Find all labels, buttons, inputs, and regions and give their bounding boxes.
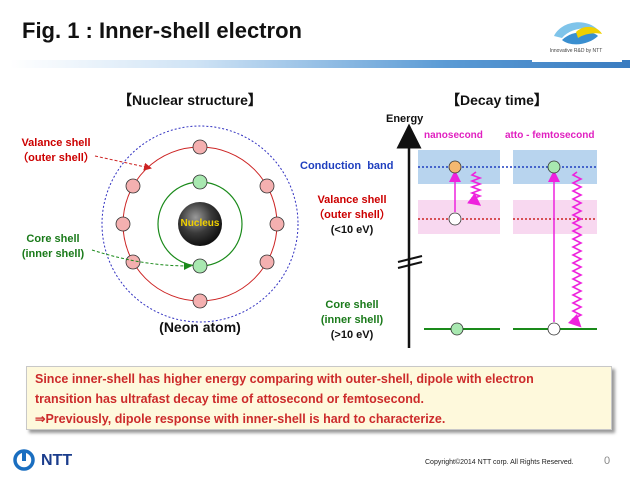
axis-break-mark [397,261,423,269]
energy-axis-label: Energy [386,113,424,125]
conduction-electron-left [448,160,462,174]
valance-electron [259,254,275,270]
valance-shell-line1: Valance shell [21,137,91,149]
decay-time-heading: 【Decay time】 [446,92,548,108]
axis-break-mark [397,255,423,263]
valance-level-label: Valance shell （outer shell） (<10 eV) [300,193,404,238]
logo-tagline: Innovative R&D by NTT [549,48,603,54]
atto-decay-wave [567,171,583,328]
valance-level-line2: （outer shell） [313,209,391,221]
atto-femtosecond-label: atto - femtosecond [505,130,595,141]
note-line-2: transition has ultrafast decay time of a… [35,392,424,406]
valance-electron [259,178,275,194]
valance-electron [115,216,131,232]
core-electron [192,258,208,274]
summary-note-box: Since inner-shell has higher energy comp… [26,366,612,430]
nucleus-label: Nucleus [180,218,220,229]
core-shell-label: Core shell (inner shell) [12,232,94,262]
core-electron [192,174,208,190]
core-level-line3: (>10 eV) [330,329,374,341]
core-shell-line1: Core shell [26,233,80,245]
note-line-3: ⇒Previously, dipole response with inner-… [35,412,446,426]
valance-electron [269,216,285,232]
core-shell-line2: (inner shell) [21,248,85,260]
conduction-band-label: Conduction band [300,160,394,172]
ntt-logo-icon [13,449,35,471]
valance-shell-label: Valance shell （outer shell） [12,136,100,166]
valance-hole-left [448,212,462,226]
ntt-brand-text: NTT [41,452,73,469]
valance-electron [192,139,208,155]
page-number: 0 [604,455,611,467]
nano-decay-wave [467,171,483,206]
valance-electron [192,293,208,309]
conduction-electron-right [547,160,561,174]
nanosecond-label: nanosecond [424,130,483,141]
ntt-rd-logo [532,14,622,62]
core-level-label: Core shell (inner shell) (>10 eV) [300,298,404,343]
core-pointer-arrow [91,249,192,270]
slide-title: Fig. 1 : Inner-shell electron [22,18,302,43]
valance-pointer-arrow [94,155,152,171]
copyright-text: Copyright©2014 NTT corp. All Rights Rese… [425,459,574,466]
note-line-1: Since inner-shell has higher energy comp… [35,372,534,386]
valance-electron [125,254,141,270]
core-hole-right [547,322,561,336]
core-electron-left [450,322,464,336]
valance-electron [125,178,141,194]
valance-level-line3: (<10 eV) [330,224,374,236]
valance-band-right [513,200,597,234]
valance-level-line1: Valance shell [317,194,387,206]
nucleus [178,202,222,246]
title-underline-band [10,60,630,68]
nuclear-structure-heading: 【Nuclear structure】 [118,92,262,108]
valance-shell-line2: （outer shell） [17,152,95,164]
atom-boundary [101,125,299,323]
core-level-line2: (inner shell) [320,314,384,326]
core-level-line1: Core shell [325,299,379,311]
neon-atom-caption: (Neon atom) [159,319,241,335]
